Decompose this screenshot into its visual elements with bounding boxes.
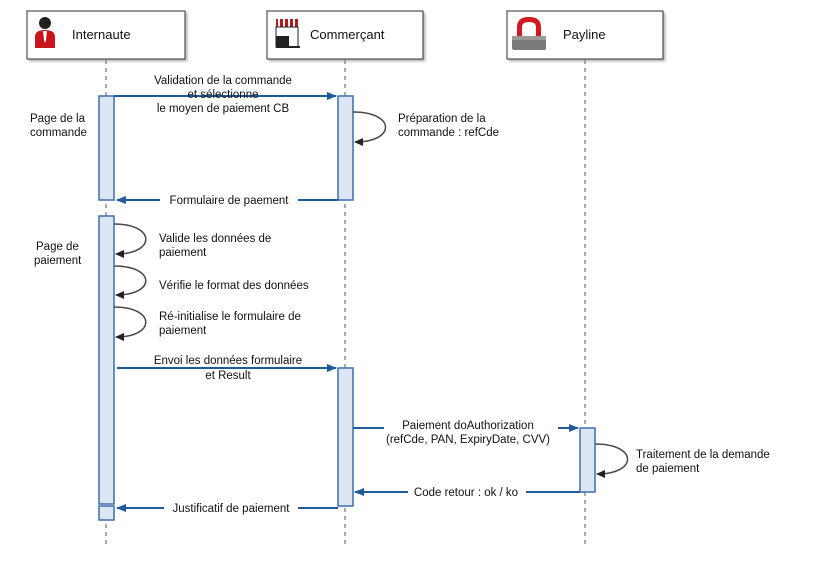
note-page-paiement-line-2: paiement [34,255,82,267]
activation-internaute-3 [98,505,115,521]
message-envoi-line-2: et Result [205,370,251,382]
self-reinit-line-2: paiement [159,325,207,337]
note-page-commande-line-1: Page de la [30,113,86,125]
note-page-paiement: Page de paiement [34,241,82,267]
message-validation: Validation de la commande et sélectionne… [114,75,337,115]
self-action-traitement: Traitement de la demande de paiement [594,443,770,478]
message-paiement-line-1: Paiement doAuthorization [402,420,534,432]
activation-internaute-1 [98,95,115,201]
message-justificatif-label: Justificatif de paiement [173,503,291,515]
message-envoi: Envoi les données formulaire et Result [117,352,337,382]
note-page-commande: Page de la commande [30,113,87,139]
message-validation-line-3: le moyen de paiement CB [157,103,290,115]
self-action-reinit: Ré-initialise le formulaire de paiement [113,306,301,341]
shop-icon [275,19,300,48]
self-reinit-line-1: Ré-initialise le formulaire de [159,311,301,323]
self-preparation-line-1: Préparation de la [398,113,486,125]
actor-payline: Payline [506,10,664,60]
message-paiement-line-2: (refCde, PAN, ExpiryDate, CVV) [386,434,550,446]
actor-label-payline: Payline [563,27,606,42]
actor-label-internaute: Internaute [72,27,131,42]
message-validation-line-2: et sélectionne [188,89,259,101]
activation-payline-1 [579,427,596,493]
self-preparation-line-2: commande : refCde [398,127,499,139]
self-traitement-line-1: Traitement de la demande [636,449,770,461]
self-valide-line-2: paiement [159,247,207,259]
user-icon [35,17,55,48]
message-code-retour-label: Code retour : ok / ko [414,487,518,499]
self-verifie-label: Vérifie le format des données [159,280,309,292]
actor-commercant: Commerçant [266,10,424,60]
self-traitement-line-2: de paiement [636,463,700,475]
activation-commercant-2 [337,367,354,507]
activation-commercant-1 [337,95,354,201]
note-page-paiement-line-1: Page de [36,241,79,253]
message-envoi-line-1: Envoi les données formulaire [154,355,302,367]
self-valide-line-1: Valide les données de [159,233,271,245]
message-code-retour: Code retour : ok / ko [354,484,580,500]
activation-internaute-2 [98,215,115,505]
note-page-commande-line-2: commande [30,127,87,139]
actor-internaute: Internaute [26,10,186,60]
padlock-icon [512,17,546,50]
self-action-valide: Valide les données de paiement [113,223,271,259]
message-formulaire-label: Formulaire de paement [170,195,290,207]
message-justificatif: Justificatif de paiement [116,500,338,516]
actor-label-commercant: Commerçant [310,27,385,42]
self-action-verifie: Vérifie le format des données [113,265,309,299]
message-formulaire: Formulaire de paement [116,190,338,208]
message-paiement: Paiement doAuthorization (refCde, PAN, E… [353,419,579,447]
self-action-preparation: Préparation de la commande : refCde [352,111,499,146]
message-validation-line-1: Validation de la commande [154,75,292,87]
